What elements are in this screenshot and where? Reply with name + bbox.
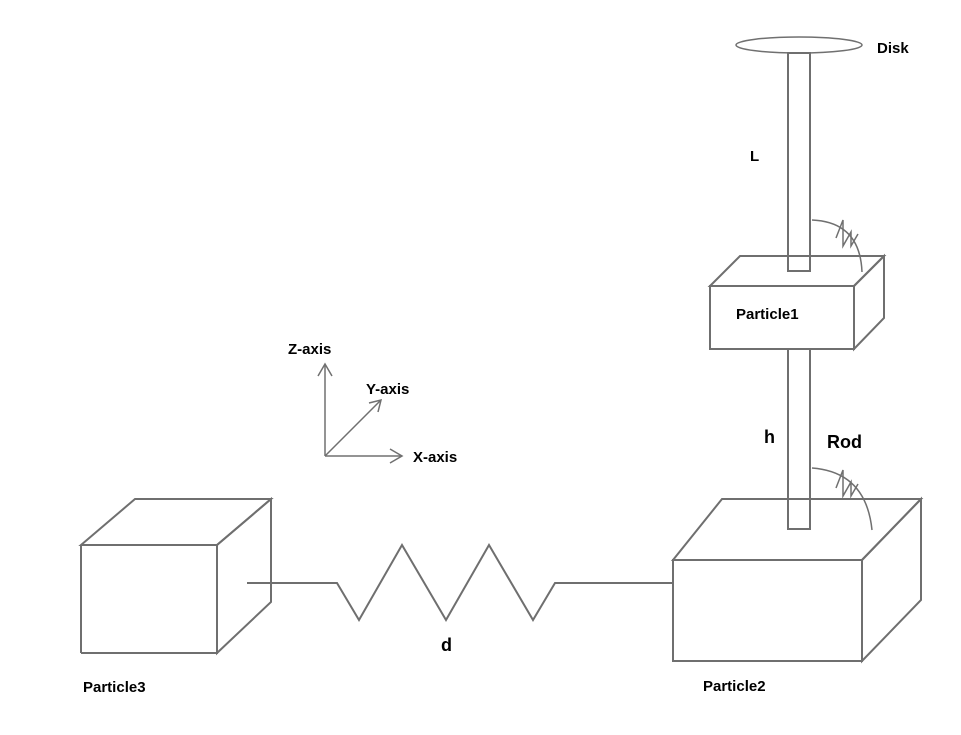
distance-label: d [441, 635, 452, 655]
x-axis-label: X-axis [413, 449, 457, 466]
z-axis-label: Z-axis [288, 341, 331, 358]
length-label: L [750, 148, 759, 165]
lower-rod [787, 348, 811, 530]
upper-rod [787, 52, 811, 272]
height-label: h [764, 427, 775, 447]
linear-spring [247, 543, 673, 622]
particle2-box [670, 496, 924, 664]
particle1-label: Particle1 [736, 306, 799, 323]
particle3-box [78, 496, 274, 656]
particle1-box [707, 253, 887, 352]
lower-angle-arc [811, 467, 873, 531]
upper-angle-arc [811, 219, 863, 273]
coordinate-axes [317, 362, 404, 464]
disk-label: Disk [877, 40, 909, 57]
disk-shape [735, 36, 863, 54]
rod-label: Rod [827, 432, 862, 452]
upper-torsion-spring [835, 219, 859, 249]
particle3-label: Particle3 [83, 679, 146, 696]
y-axis-label: Y-axis [366, 381, 409, 398]
particle2-label: Particle2 [703, 678, 766, 695]
lower-torsion-spring [835, 469, 859, 499]
